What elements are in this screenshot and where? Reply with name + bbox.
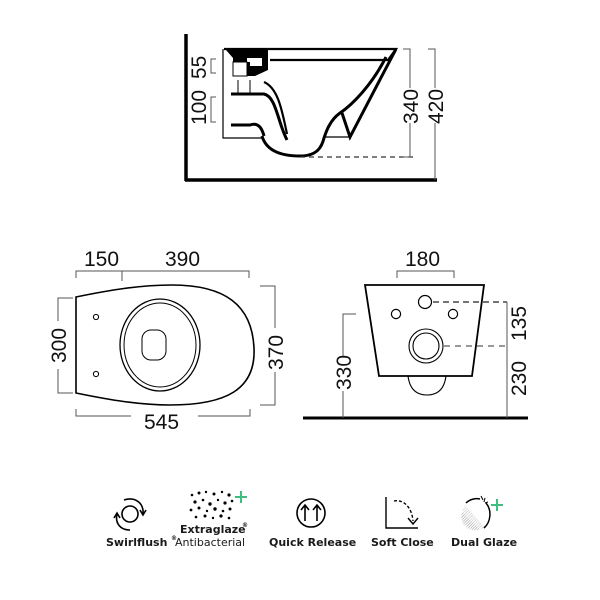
dim-top-to-outlet: 135: [508, 306, 531, 341]
dual-glaze-icon: [460, 495, 491, 531]
plus-icon: [235, 491, 247, 503]
feature-label-extraglaze: Extraglaze: [180, 523, 246, 536]
dim-total-height: 420: [425, 89, 448, 124]
dim-total-length: 545: [144, 411, 179, 434]
feature-bar: Swirlflush ® Extraglaze ® Antibacterial …: [106, 490, 517, 549]
soft-close-icon: [385, 497, 419, 529]
dim-rear-to-hinge: 150: [84, 248, 119, 271]
feature-label-soft-close: Soft Close: [371, 536, 434, 549]
dim-outlet-height: 230: [508, 361, 531, 396]
side-view: 55 100 340 420: [184, 34, 448, 182]
quick-release-icon: [296, 498, 326, 528]
dim-rim-height: 330: [333, 355, 356, 390]
plus-icon: [491, 499, 503, 511]
dim-top-height: 55: [188, 56, 211, 79]
svg-text:®: ®: [171, 535, 177, 542]
rear-view: 180 330 135 230: [303, 248, 531, 420]
dim-bowl-depth: 340: [400, 89, 423, 124]
feature-label-dual-glaze: Dual Glaze: [451, 536, 517, 549]
swirlflush-icon: [113, 498, 147, 531]
dim-max-width: 370: [265, 335, 288, 370]
feature-label-swirlflush: Swirlflush: [106, 536, 167, 549]
svg-text:®: ®: [242, 522, 248, 529]
dim-rear-width: 300: [48, 328, 71, 363]
feature-label-quick-release: Quick Release: [269, 536, 356, 549]
dim-hinge-to-front: 390: [165, 248, 200, 271]
extraglaze-icon: [189, 490, 234, 520]
dim-inlet-height: 100: [188, 90, 211, 125]
top-view: 150 390 300 370 545: [48, 248, 288, 434]
feature-sublabel-antibacterial: Antibacterial: [175, 536, 245, 549]
dim-fixing-spacing: 180: [405, 248, 440, 271]
